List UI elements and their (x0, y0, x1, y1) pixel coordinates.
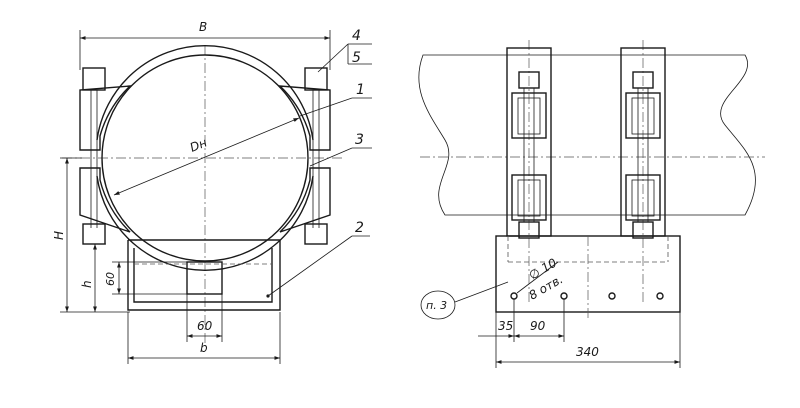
clamp-left-lower-body (511, 174, 547, 221)
hole-leader (516, 261, 559, 294)
dim-B-label: B (199, 20, 207, 34)
leader-2 (267, 235, 353, 297)
clamp-left-upper-inner (517, 97, 541, 135)
left-view: B Dн H h 60 60 b 4 5 (52, 20, 372, 364)
dim-b-label: b (200, 341, 208, 355)
part-3-label: 3 (355, 132, 364, 148)
dim-60-vertical-label: 60 (104, 272, 117, 286)
bolt-right-bottom (304, 223, 328, 245)
dim-90-label: 90 (530, 319, 546, 333)
clamp-right-lower-body (625, 174, 661, 221)
dim-diameter-label: Dн (188, 135, 209, 154)
right-view: ∅ 10 8 отв. п. 3 35 90 340 (418, 40, 765, 368)
bolt-right-top (304, 67, 328, 91)
note-leader (454, 281, 509, 303)
bolt-left-bottom (82, 223, 106, 245)
dim-line-diameter (113, 117, 300, 196)
leader-4 (317, 43, 349, 73)
dim-340-label: 340 (576, 345, 599, 359)
clamp-left-nut-top (518, 71, 540, 89)
part-1-label: 1 (356, 82, 365, 98)
leader-2-dot (266, 294, 270, 298)
clamp-left-upper-body (511, 92, 547, 139)
clamp-right-upper-body (625, 92, 661, 139)
leader-3 (309, 147, 353, 167)
pipe-circle (101, 54, 309, 262)
hole-4 (656, 292, 664, 300)
pipe-break-outline (418, 54, 756, 216)
ear-right-lower (279, 167, 331, 233)
part-4-label: 4 (352, 28, 361, 44)
leader-1 (299, 97, 353, 117)
clamp-right-nut-top (632, 71, 654, 89)
clamp-band-upper (96, 45, 314, 141)
note-bubble (420, 290, 456, 320)
hole-1 (510, 292, 518, 300)
support-lug (186, 261, 223, 295)
clamp-band-lower (96, 175, 314, 271)
support-frame (127, 240, 281, 311)
clamp-right-nut-bottom (632, 221, 654, 239)
ear-right-upper (278, 85, 331, 151)
clamp-right-upper-inner (631, 97, 655, 135)
dim-60-horizontal-label: 60 (197, 319, 213, 333)
note-label: п. 3 (426, 299, 447, 312)
ear-left-lower (79, 167, 131, 233)
dim-H-label: H (52, 231, 66, 240)
support-bracket (133, 248, 273, 303)
ear-left-upper (79, 85, 132, 151)
hole-3 (608, 292, 616, 300)
clamp-right-lower-inner (631, 179, 655, 217)
clamp-left-nut-bottom (518, 221, 540, 239)
part-5-label: 5 (352, 50, 361, 66)
dim-h-label: h (80, 280, 94, 288)
clamp-left-lower-inner (517, 179, 541, 217)
hole-2 (560, 292, 568, 300)
dim-35-label: 35 (498, 319, 513, 333)
part-2-label: 2 (355, 220, 364, 236)
bolt-left-top (82, 67, 106, 91)
